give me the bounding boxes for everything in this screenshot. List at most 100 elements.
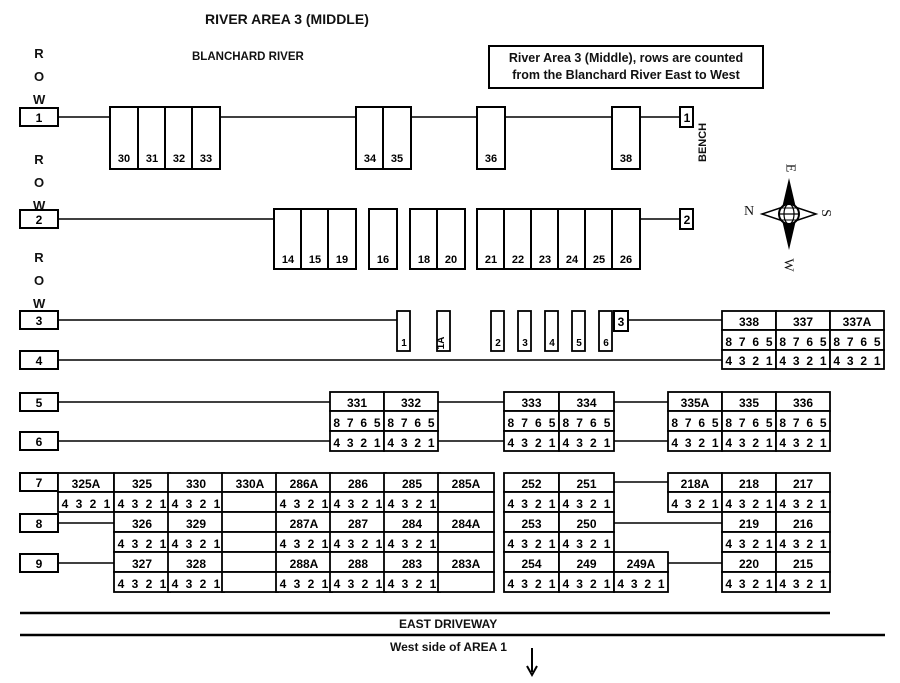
river-site-number: 32 <box>173 153 185 165</box>
sub-slot-number: 6 <box>752 335 759 349</box>
sub-slot-number: 4 <box>62 497 69 511</box>
site-name: 251 <box>576 477 596 491</box>
site-slot-row <box>775 430 831 452</box>
row-number: 6 <box>36 435 43 449</box>
sub-slot-number: 4 <box>508 577 515 591</box>
sub-slot-number: 8 <box>671 416 678 430</box>
sub-slot-number: 3 <box>401 436 408 450</box>
sub-slot-number: 7 <box>739 335 746 349</box>
site-name: 218A <box>681 477 710 491</box>
sub-slot-number: 7 <box>847 335 854 349</box>
river-site-number: 30 <box>118 153 130 165</box>
river-site-box <box>571 310 586 352</box>
sub-slot-number: 3 <box>186 577 193 591</box>
sub-slot-number: 2 <box>698 436 705 450</box>
sub-slot-number: 3 <box>739 354 746 368</box>
row-number: 7 <box>36 476 43 490</box>
empty-slot <box>437 571 495 593</box>
sub-slot-number: 4 <box>388 497 395 511</box>
row-end-marker-number: 2 <box>684 213 691 227</box>
map-lines <box>20 116 885 678</box>
sub-slot-number: 2 <box>308 497 315 511</box>
sub-slot-number: 4 <box>779 577 786 591</box>
row-end-marker <box>613 310 629 332</box>
sub-slot-number: 2 <box>200 537 207 551</box>
sub-slot-number: 4 <box>334 497 341 511</box>
sub-slot-number: 1 <box>430 537 437 551</box>
site-name: 285A <box>452 477 481 491</box>
row-number-box <box>19 392 59 412</box>
sub-slot-number: 1 <box>322 537 329 551</box>
site-name: 288A <box>290 557 319 571</box>
river-site-box <box>368 208 398 270</box>
sub-slot-number: 3 <box>685 436 692 450</box>
sub-slot-number: 1 <box>820 577 827 591</box>
sub-slot-number: 4 <box>671 436 678 450</box>
sub-slot-number: 3 <box>402 577 409 591</box>
sub-slot-number: 1 <box>658 577 665 591</box>
sub-slot-number: 2 <box>590 436 597 450</box>
row-end-marker-number: 1 <box>684 111 691 125</box>
compass-south: S <box>817 209 833 217</box>
sub-slot-number: 2 <box>535 537 542 551</box>
sub-slot-number: 3 <box>847 354 854 368</box>
compass-east: E <box>782 163 798 173</box>
river-site-number: 21 <box>485 254 497 266</box>
sub-slot-number: 4 <box>779 537 786 551</box>
east-driveway-label: EAST DRIVEWAY <box>399 617 498 631</box>
sub-slot-number: 1 <box>712 497 719 511</box>
site-name: 325A <box>72 477 101 491</box>
sub-slot-number: 2 <box>806 497 813 511</box>
sub-slot-number: 2 <box>535 577 542 591</box>
sub-slot-number: 3 <box>132 497 139 511</box>
site-name: 328 <box>186 557 206 571</box>
sub-slot-number: 3 <box>402 497 409 511</box>
river-site-number: 31 <box>146 153 158 165</box>
sub-slot-number: 4 <box>334 537 341 551</box>
sub-slot-number: 2 <box>752 577 759 591</box>
river-site-number: 5 <box>576 338 582 349</box>
compass-icon <box>759 178 819 250</box>
sub-slot-number: 3 <box>76 497 83 511</box>
sub-slot-number: 1 <box>604 537 611 551</box>
row-heading-letter: R <box>34 250 44 265</box>
sub-slot-number: 5 <box>820 335 827 349</box>
sub-slot-number: 1 <box>549 537 556 551</box>
site-name: 216 <box>793 517 813 531</box>
river-site-box <box>476 106 506 170</box>
sub-slot-number: 4 <box>671 497 678 511</box>
sub-slot-number: 5 <box>549 416 556 430</box>
compass-north: N <box>744 204 755 219</box>
row-number: 9 <box>36 557 43 571</box>
sub-slot-number: 2 <box>200 577 207 591</box>
site-name: 284 <box>402 517 422 531</box>
sub-slot-number: 2 <box>362 497 369 511</box>
sub-slot-number: 1 <box>160 497 167 511</box>
sub-slot-number: 4 <box>779 436 786 450</box>
row-number: 3 <box>36 314 43 328</box>
river-site-number: 1A <box>436 337 447 350</box>
site-name: 335A <box>681 396 710 410</box>
river-site-box <box>598 310 613 352</box>
sub-slot-number: 2 <box>416 537 423 551</box>
row-number-box <box>19 553 59 573</box>
sub-slot-number: 2 <box>698 497 705 511</box>
sub-slot-number: 7 <box>401 416 408 430</box>
site-name: 337 <box>793 315 813 329</box>
sub-slot-number: 4 <box>508 537 515 551</box>
empty-slot <box>221 531 279 553</box>
sub-slot-number: 2 <box>90 497 97 511</box>
sub-slot-number: 1 <box>214 537 221 551</box>
sub-slot-number: 3 <box>739 577 746 591</box>
sub-slot-number: 3 <box>294 497 301 511</box>
empty-slot <box>221 511 279 533</box>
sub-slot-number: 1 <box>214 497 221 511</box>
sub-slot-number: 3 <box>631 577 638 591</box>
sub-slot-number: 6 <box>806 416 813 430</box>
sub-slot-number: 4 <box>617 577 624 591</box>
site-name: 283A <box>452 557 481 571</box>
site-name: 288 <box>348 557 368 571</box>
sub-slot-number: 4 <box>725 436 732 450</box>
sub-slot-number: 4 <box>563 436 570 450</box>
sub-slot-number: 6 <box>414 416 421 430</box>
